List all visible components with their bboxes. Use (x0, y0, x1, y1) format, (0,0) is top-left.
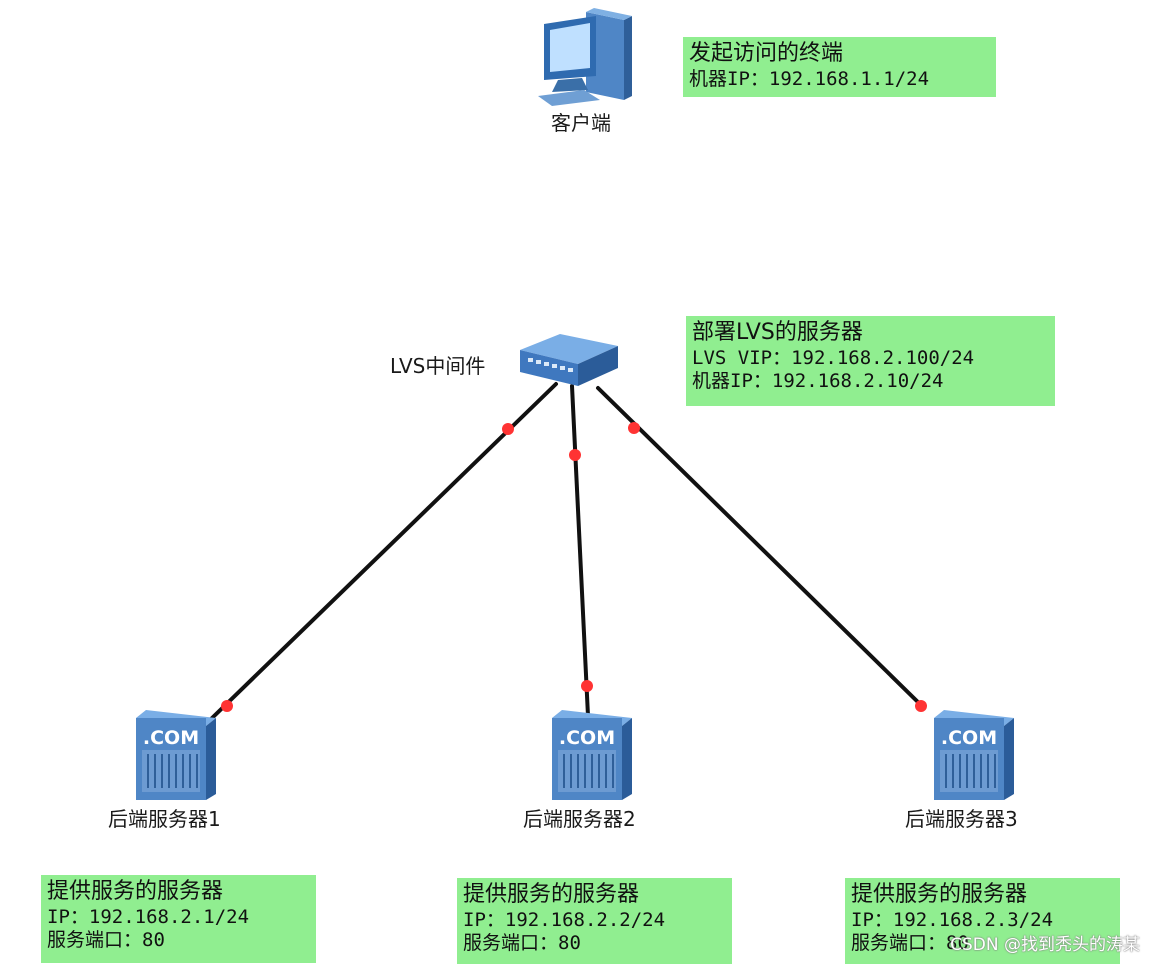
links (208, 382, 926, 722)
note-line: IP：192.168.2.1/24 (47, 905, 250, 928)
computer-icon (538, 8, 632, 106)
link-lvs-server1 (208, 382, 558, 722)
link-lvs-server3 (596, 386, 926, 710)
note-line: IP：192.168.2.3/24 (851, 908, 1054, 931)
client-label: 客户端 (551, 111, 611, 135)
link-dot (502, 423, 514, 435)
note-title: 部署LVS的服务器 (692, 320, 863, 345)
server-3-label: 后端服务器3 (905, 807, 1018, 831)
server-badge: .COM (559, 727, 615, 749)
note-line: IP：192.168.2.2/24 (463, 908, 666, 931)
watermark: CSDN @找到秃头的涛某 (950, 935, 1140, 955)
server-1-note: 提供服务的服务器 IP：192.168.2.1/24 服务端口：80 (41, 875, 316, 963)
server-icon: .COM (552, 710, 632, 800)
server-2-note: 提供服务的服务器 IP：192.168.2.2/24 服务端口：80 (457, 878, 732, 964)
server-2-label: 后端服务器2 (523, 807, 636, 831)
note-line: 机器IP：192.168.2.10/24 (692, 370, 944, 393)
server-3-note: 提供服务的服务器 IP：192.168.2.3/24 服务端口：80 (845, 878, 1120, 964)
switch-icon (520, 334, 618, 386)
server-icon: .COM (136, 710, 216, 800)
note-line: LVS VIP：192.168.2.100/24 (692, 346, 975, 369)
link-dot (628, 422, 640, 434)
note-line: 服务端口：80 (851, 932, 969, 955)
server-1-label: 后端服务器1 (108, 807, 221, 831)
lvs-note: 部署LVS的服务器 LVS VIP：192.168.2.100/24 机器IP：… (686, 316, 1055, 406)
link-dot (569, 449, 581, 461)
server-badge: .COM (941, 727, 997, 749)
note-title: 提供服务的服务器 (851, 882, 1028, 907)
link-dot (581, 680, 593, 692)
client-note: 发起访问的终端 机器IP：192.168.1.1/24 (683, 37, 996, 97)
link-dot (221, 700, 233, 712)
lvs-label: LVS中间件 (390, 354, 486, 378)
link-dot (915, 700, 927, 712)
note-line: 机器IP：192.168.1.1/24 (689, 67, 930, 90)
note-title: 发起访问的终端 (689, 41, 844, 66)
note-title: 提供服务的服务器 (47, 879, 224, 904)
link-lvs-server2 (570, 384, 590, 718)
note-line: 服务端口：80 (463, 932, 581, 955)
link-dots (221, 422, 927, 712)
note-title: 提供服务的服务器 (463, 882, 640, 907)
note-line: 服务端口：80 (47, 929, 165, 952)
server-badge: .COM (143, 727, 199, 749)
server-icon: .COM (934, 710, 1014, 800)
